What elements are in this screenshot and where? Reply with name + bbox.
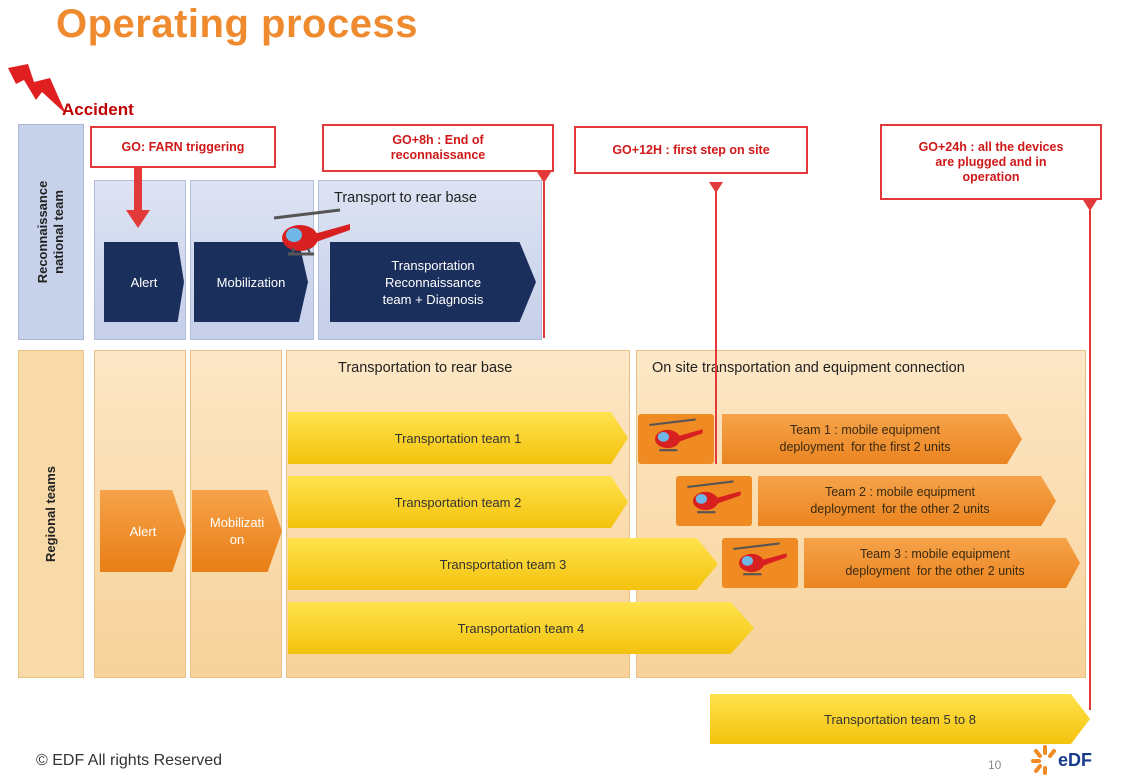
lightning-icon xyxy=(8,64,66,114)
transport-team-5-8: Transportation team 5 to 8 xyxy=(710,694,1090,744)
national-alert-step: Alert xyxy=(104,242,184,322)
page-title: Operating process xyxy=(56,2,418,46)
milestone-go24: GO+24h : all the devices are plugged and… xyxy=(880,124,1102,200)
helicopter-icon xyxy=(687,480,741,514)
helicopter-icon xyxy=(273,208,350,256)
edf-logo-text: eDF xyxy=(1058,750,1093,770)
transport-team-2: Transportation team 2 xyxy=(288,476,628,528)
go-arrow-head xyxy=(126,210,150,228)
helicopter-icon xyxy=(733,542,787,576)
go24-arrow-head xyxy=(1083,200,1097,211)
milestone-go12: GO+12H : first step on site xyxy=(574,126,808,174)
go-arrow-shaft xyxy=(134,168,142,212)
national-transportation-step: Transportation Reconnaissance team + Dia… xyxy=(330,242,536,322)
helicopter-box-1 xyxy=(638,414,714,464)
rear-base-header: Transportation to rear base xyxy=(338,360,513,376)
deploy-team-2: Team 2 : mobile equipment deployment for… xyxy=(758,476,1056,526)
milestone-go: GO: FARN triggering xyxy=(90,126,276,168)
regional-mobilization-step: Mobilizati on xyxy=(192,490,282,572)
go12-timeline xyxy=(715,190,717,464)
copyright: © EDF All rights Reserved xyxy=(36,752,223,769)
transport-team-3: Transportation team 3 xyxy=(288,538,718,590)
row-label-regional: Regional teams xyxy=(18,350,84,678)
go8-timeline xyxy=(543,182,545,338)
deploy-team-3: Team 3 : mobile equipment deployment for… xyxy=(804,538,1080,588)
helicopter-box-2 xyxy=(676,476,752,526)
transport-team-1: Transportation team 1 xyxy=(288,412,628,464)
national-mobilization-step: Mobilization xyxy=(194,242,308,322)
go8-arrow-head xyxy=(537,172,551,183)
row-label-national: Reconnaissance national team xyxy=(18,124,84,340)
edf-logo-icon xyxy=(1031,745,1056,775)
transport-team-4: Transportation team 4 xyxy=(288,602,754,654)
helicopter-icon xyxy=(649,418,703,452)
helicopter-box-3 xyxy=(722,538,798,588)
go24-timeline xyxy=(1089,210,1091,710)
accident-label: Accident xyxy=(62,100,134,119)
national-transport-header: Transport to rear base xyxy=(334,190,477,206)
deploy-team-1: Team 1 : mobile equipment deployment for… xyxy=(722,414,1022,464)
go12-arrow-head xyxy=(709,182,723,193)
milestone-go8: GO+8h : End of reconnaissance xyxy=(322,124,554,172)
regional-alert-step: Alert xyxy=(100,490,186,572)
onsite-header: On site transportation and equipment con… xyxy=(652,360,965,376)
page-number: 10 xyxy=(988,758,1002,772)
